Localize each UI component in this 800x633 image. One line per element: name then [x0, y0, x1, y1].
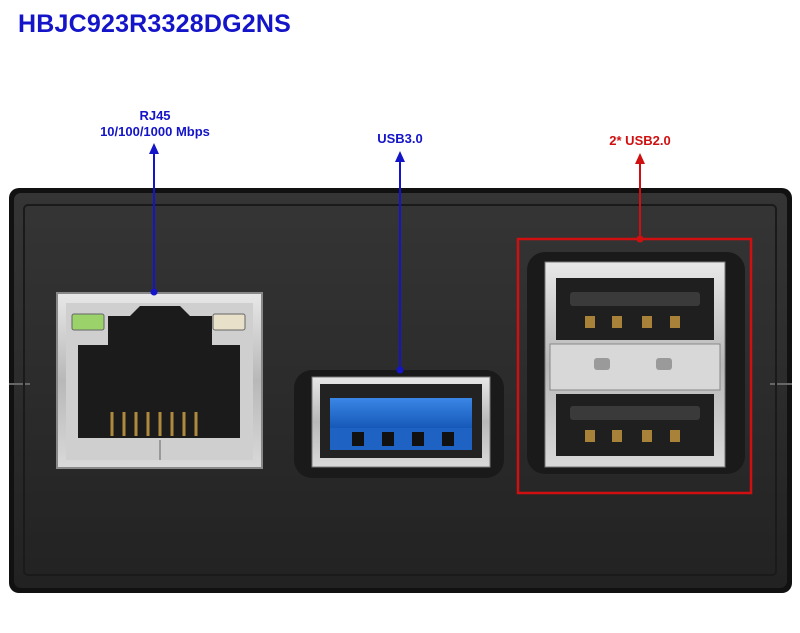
product-model-title: HBJC923R3328DG2NS — [18, 10, 291, 38]
dual-usb2-port-icon — [527, 252, 745, 474]
usb2-callout-arrow — [635, 153, 645, 243]
usb3-port-icon — [294, 370, 504, 478]
usb3-callout-arrow — [395, 151, 405, 374]
rj45-port-icon — [56, 292, 263, 469]
rj45-callout-label: RJ45 10/100/1000 Mbps — [90, 108, 220, 140]
rj45-callout-arrow — [149, 143, 159, 296]
usb2-callout-label: 2* USB2.0 — [609, 133, 671, 148]
usb3-callout-label: USB3.0 — [377, 131, 423, 146]
usb2-highlight-box — [516, 237, 753, 495]
rj45-label-line2: 10/100/1000 Mbps — [100, 124, 210, 139]
rj45-label-line1: RJ45 — [139, 108, 171, 123]
